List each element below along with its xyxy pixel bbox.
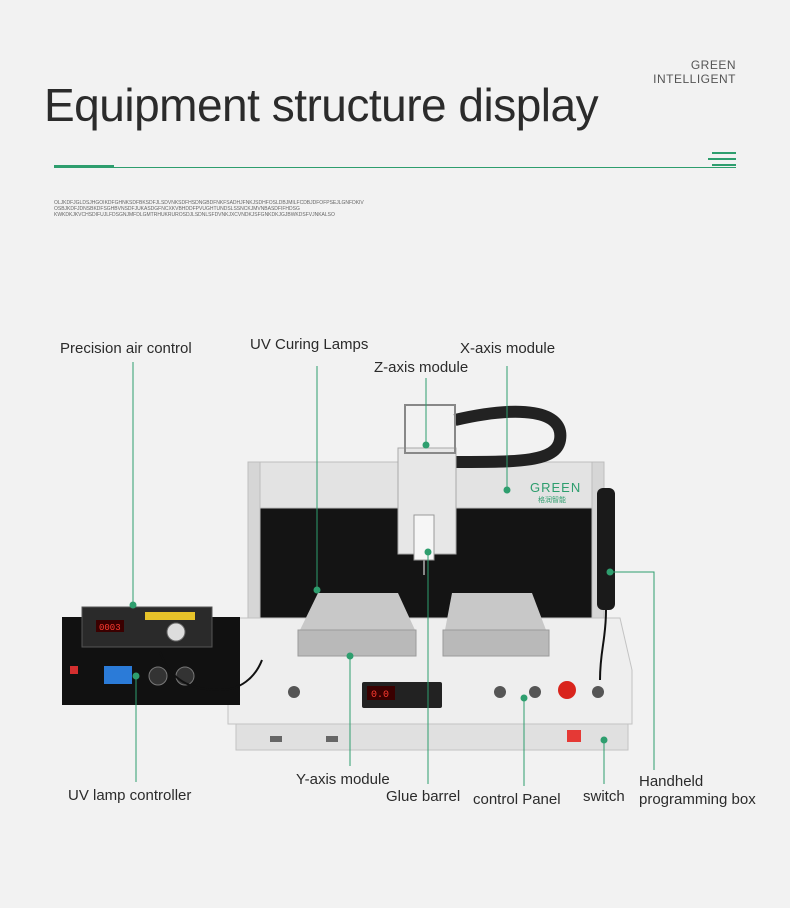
machine-frame — [247, 461, 605, 509]
label-glue-barrel: Glue barrel — [386, 788, 461, 805]
brand-line-2: INTELLIGENT — [653, 72, 736, 86]
label-precision-air-control: Precision air control — [60, 340, 192, 357]
precision-air-controller-box — [81, 606, 213, 648]
fine-print-line-2: OSBJKDFJDNSBKDFSGHBVNSDFJUKASDGFNCXKVBHD… — [54, 206, 300, 212]
handheld-programming-box — [597, 488, 615, 610]
panel-knob-1 — [494, 686, 506, 698]
control-panel-box — [362, 682, 442, 708]
machine-logo-subtext: 格润智能 — [538, 495, 566, 504]
label-y-axis-module: Y-axis module — [296, 771, 390, 788]
emergency-stop-button — [558, 681, 576, 699]
fine-print-line-3: KWKDKJKVCHSDIFUJLFDSGNJMFDLGMTRHUKRUROSD… — [54, 212, 335, 218]
menu-icon[interactable] — [708, 152, 736, 168]
machine-logo-text: GREEN — [530, 480, 581, 495]
label-handheld-line-2: programming box — [639, 791, 756, 808]
machine-base — [227, 617, 633, 725]
work-table-left — [300, 593, 415, 630]
brand-line-1: GREEN — [690, 58, 736, 72]
work-table-right — [445, 593, 546, 630]
page-title: Equipment structure display — [44, 79, 599, 131]
power-switch — [567, 730, 581, 742]
air-controller-readout: 0003 — [99, 623, 121, 633]
glue-syringe — [413, 514, 435, 561]
uv-lamp-controller-box — [62, 617, 240, 705]
header-divider — [54, 167, 736, 168]
control-panel-readout: 0.0 — [371, 690, 389, 701]
panel-knob-2 — [529, 686, 541, 698]
fine-print-line-1: OLJKDFJGLDSJHGOIKDFGHNKSDFBKSDFJLSDVNKSD… — [54, 200, 364, 206]
label-x-axis-module: X-axis module — [460, 340, 556, 357]
fine-print: OLJKDFJGLDSJHGOIKDFGHNKSDFBKSDFJLSDVNKSD… — [54, 200, 384, 218]
callout-lines — [129, 362, 655, 786]
rear-panel — [255, 505, 599, 630]
label-handheld-programming-box: Handheld programming box — [639, 773, 756, 809]
label-z-axis-module: Z-axis module — [374, 359, 469, 376]
header-divider-accent — [54, 165, 114, 168]
z-axis-head — [397, 447, 457, 555]
cable-chain — [453, 405, 567, 468]
label-uv-curing-lamps: UV Curing Lamps — [250, 336, 369, 353]
label-handheld-line-1: Handheld — [639, 773, 704, 790]
label-uv-lamp-controller: UV lamp controller — [68, 787, 192, 804]
brand-mark: GREEN INTELLIGENT — [653, 58, 736, 86]
label-switch: switch — [583, 788, 625, 805]
label-control-panel: control Panel — [473, 791, 561, 808]
